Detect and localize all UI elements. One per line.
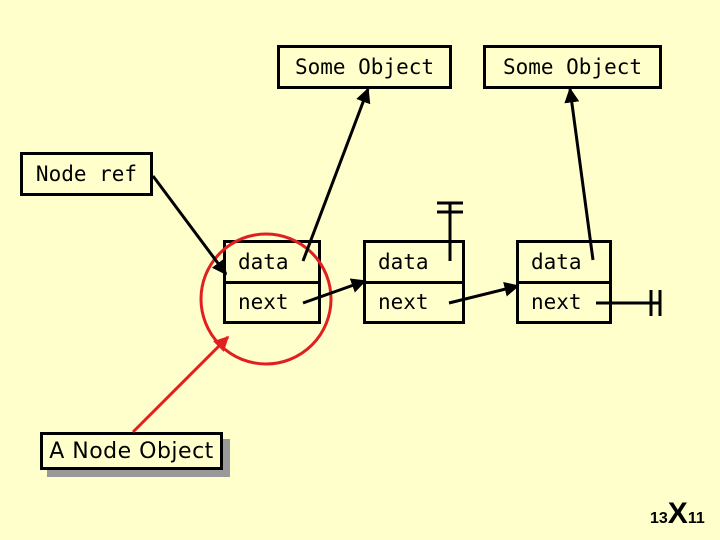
node-3-data-cell: data [519,243,609,284]
arrow-node-3-data-to-object-2 [564,87,595,261]
some-object-label-2: Some Object [502,54,643,79]
node-3-data-label: data [531,249,582,274]
slide-number-x: X [667,497,688,530]
node-2-data-cell: data [366,243,462,284]
arrow-node-2-next-to-node-3 [448,281,520,305]
arrow-node-ref-to-node-1 [151,175,228,276]
node-ref-box: Node ref [20,152,153,196]
node-2-next-cell: next [366,284,462,321]
node-3-next-label: next [531,290,582,314]
arrow-node-object-to-node-1 [131,335,230,434]
node-1-data-label: data [238,249,289,274]
slide-number: 13X11 [650,499,714,535]
node-2-next-label: next [378,290,429,314]
some-object-label-1: Some Object [294,54,435,79]
node-2-data-label: data [378,249,429,274]
null-terminator-icon-1 [437,201,463,214]
node-box-3: data next [516,240,612,324]
arrow-node-1-data-to-object-1 [301,87,371,262]
node-object-label: A Node Object [49,438,214,464]
node-3-next-cell: next [519,284,609,321]
slide-number-right: 11 [687,510,705,527]
node-1-data-cell: data [226,243,318,284]
highlight-circle [199,232,333,366]
some-object-box-1: Some Object [277,45,452,89]
node-1-next-label: next [238,290,289,314]
slide-number-left: 13 [650,510,668,527]
node-object-box: A Node Object [40,432,223,470]
node-1-next-cell: next [226,284,318,321]
null-terminator-icon-2 [649,290,662,316]
arrow-node-1-next-to-node-2 [302,278,367,305]
some-object-box-2: Some Object [483,45,662,89]
node-ref-label: Node ref [35,161,138,186]
